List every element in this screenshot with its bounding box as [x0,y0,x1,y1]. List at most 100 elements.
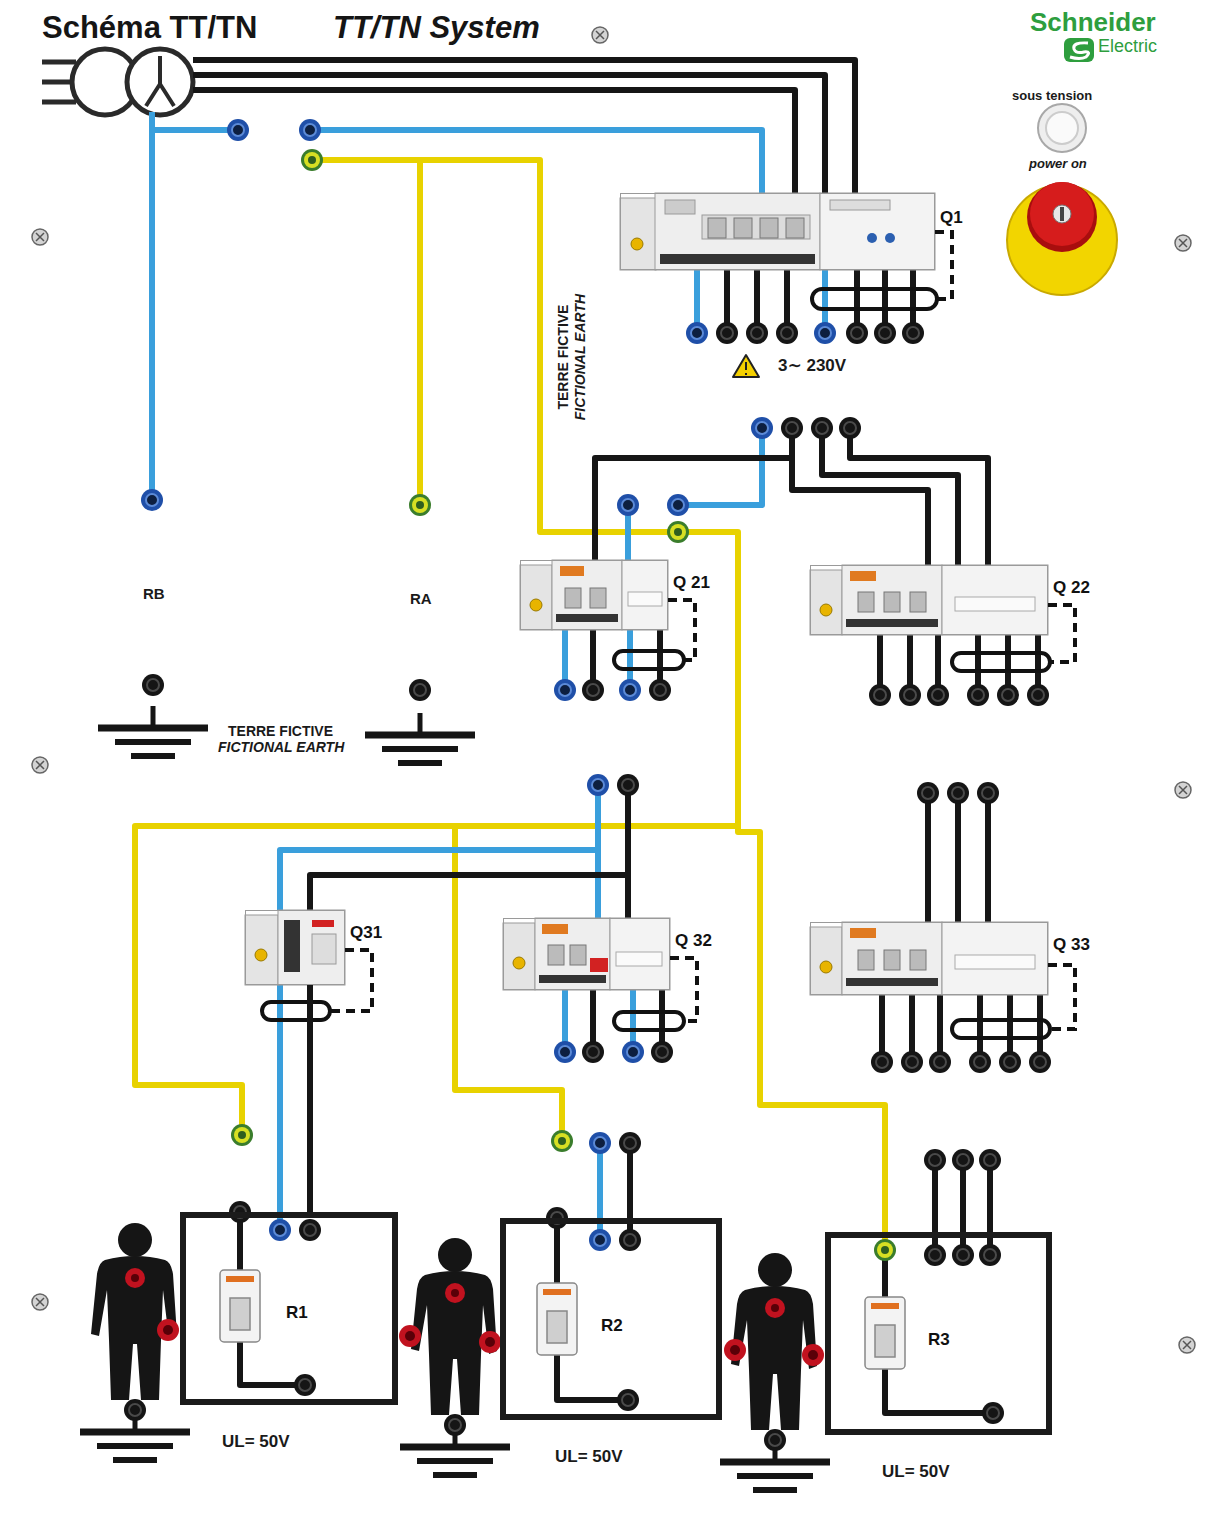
breaker-body [910,592,926,612]
breaker-body [842,922,942,995]
breaker-label: Q1 [940,208,963,228]
breaker-body [734,218,752,238]
phase-wire [935,1160,990,1255]
phase-wire [310,785,628,910]
phase-wire [193,60,855,193]
logo-mark [1064,38,1094,62]
indicator-lamp [1038,104,1086,152]
socket [969,1051,991,1073]
socket [979,1244,1001,1266]
person-figure [91,1223,817,1430]
breaker-label: Q31 [350,923,382,943]
breaker-body [702,215,810,239]
logo-mark [1064,38,1094,62]
breaker-body [786,218,804,238]
socket [299,1219,321,1241]
resistor-symbol [865,1297,905,1369]
socket [667,494,689,516]
breaker-body [620,198,656,270]
phase-wire [822,428,958,565]
earth-symbol [365,713,475,763]
breaker-body [245,193,1048,995]
socket [582,1041,604,1063]
socket [982,1402,1004,1424]
breaker-body [655,193,820,270]
socket [724,1339,746,1361]
breaker-body [542,924,568,934]
socket [444,1414,466,1436]
panel-label: UL= 50V [222,1432,290,1452]
socket [814,322,836,344]
socket [869,684,891,706]
phase-wire [193,90,795,193]
breaker-body [590,588,606,608]
socket [157,1319,179,1341]
breaker-body [548,945,564,965]
socket [716,322,738,344]
panel-label: TT/TN System [333,10,540,46]
breaker-body [910,950,926,970]
breaker-label: Q 32 [675,931,712,951]
socket [399,1325,421,1347]
socket [924,1244,946,1266]
breaker-label: Q 33 [1053,935,1090,955]
breaker-body [628,592,662,606]
toroid [614,1012,684,1030]
socket [952,1149,974,1171]
breaker-body [830,200,890,210]
screw [1179,1337,1195,1353]
socket [874,322,896,344]
breaker-body [955,597,1035,611]
load-box: R1 [180,1212,398,1405]
breaker-body [846,978,938,986]
person-figure [411,1238,497,1415]
breaker-body [810,570,842,635]
breaker-body [885,233,895,243]
breaker-body [255,949,267,961]
breaker-body [858,592,874,612]
panel-label: Electric [1098,36,1157,57]
emergency-stop [1007,182,1117,295]
socket [479,1331,501,1353]
neutral-wire [597,1143,603,1240]
breaker-body [660,254,815,264]
breaker-body [590,958,608,972]
trip-link [1048,605,1075,662]
socket [901,1051,923,1073]
socket [667,521,689,543]
socket [874,1239,896,1261]
socket [979,1149,1001,1171]
toroid [812,289,937,309]
breaker-body [867,233,877,243]
indicator-lamp [1046,112,1078,144]
toroid [952,1020,1050,1038]
phase-wire [595,428,792,560]
socket [551,1130,573,1152]
load-label: R3 [928,1330,950,1350]
earth-symbol [80,706,830,1490]
toroid [614,651,684,669]
breaker-body [312,934,336,964]
socket [409,679,431,701]
socket [554,1041,576,1063]
socket [124,119,1051,1451]
breaker-body [622,560,668,630]
socket [802,1344,824,1366]
socket [617,774,639,796]
breaker-body [884,950,900,970]
socket [409,494,431,516]
resistor-symbol [875,1325,895,1357]
breaker-body [842,565,942,635]
phase-wire [882,995,1040,1062]
breaker-body [665,200,695,214]
socket [967,684,989,706]
earth-wire [417,160,423,505]
neutral-wire [565,990,633,1052]
socket [589,1229,611,1251]
socket [142,674,164,696]
socket [582,679,604,701]
panel-label: UL= 50V [882,1462,950,1482]
breaker-body [955,955,1035,969]
socket [977,782,999,804]
load-label: R2 [601,1316,623,1336]
